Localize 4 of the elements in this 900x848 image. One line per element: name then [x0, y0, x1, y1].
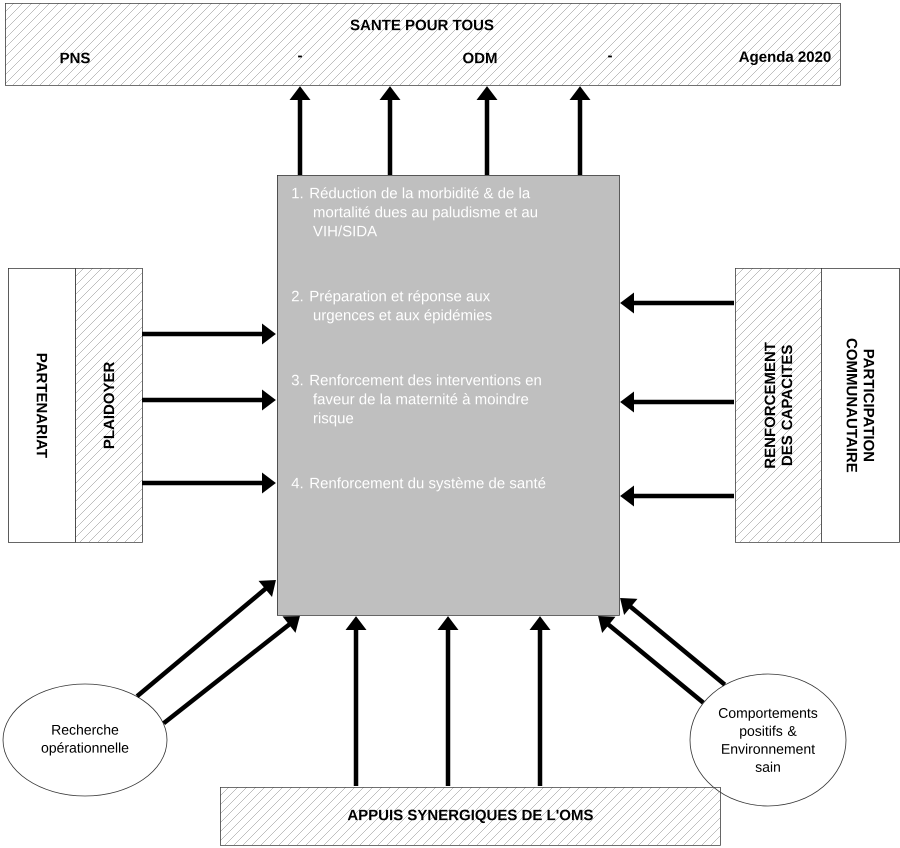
strategy-band: PLAIDOYER: [75, 268, 143, 543]
support-banner: APPUIS SYNERGIQUES DE L'OMS: [220, 786, 721, 846]
goal-banner: SANTE POUR TOUS PNS - ODM - Agenda 2020: [5, 3, 841, 86]
objectives-box: 1. Réduction de la morbidité & de la mortalité dues au paludisme et au VIH/SIDA 2. Préparation et réponse aux urgences et aux épidémies 3. Renforcement des interventions en faveur de la maternité à moindre risque 4. Renforcement du système de santé: [277, 174, 620, 616]
